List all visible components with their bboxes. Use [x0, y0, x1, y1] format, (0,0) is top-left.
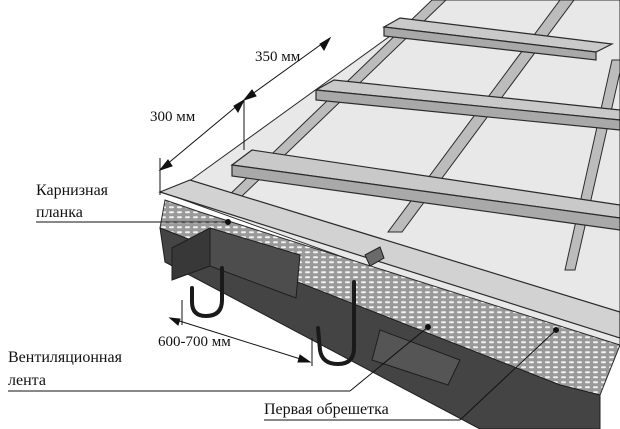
battens [230, 17, 620, 231]
eave-strip-shape [159, 227, 601, 429]
dimension-300 [158, 98, 246, 195]
first-batten-leader [264, 327, 559, 421]
eave-label-line1: Карнизная [36, 182, 109, 199]
clip-plate [364, 246, 385, 267]
hook-icon [190, 266, 224, 319]
batten-top [382, 17, 615, 61]
dimension-350 [242, 36, 332, 150]
hook-spacing-label: 600-700 мм [158, 334, 231, 350]
dim-300-label: 300 мм [150, 109, 196, 125]
batten-lower [230, 149, 620, 231]
vent-label-line1: Вентиляционная [8, 349, 123, 366]
eave-label-line2: планка [36, 204, 83, 221]
eave-leader [36, 219, 231, 225]
hook-icon [316, 280, 356, 367]
gutter-hooks [190, 266, 356, 367]
hook-spacing-dimension [168, 300, 313, 366]
first-batten-label: Первая обрешетка [264, 401, 389, 418]
vent-label-line2: лента [8, 372, 46, 389]
first-batten-shape [158, 179, 620, 339]
vent-leader [8, 324, 431, 392]
dim-350-label: 350 мм [255, 49, 301, 65]
batten-middle [314, 79, 620, 131]
